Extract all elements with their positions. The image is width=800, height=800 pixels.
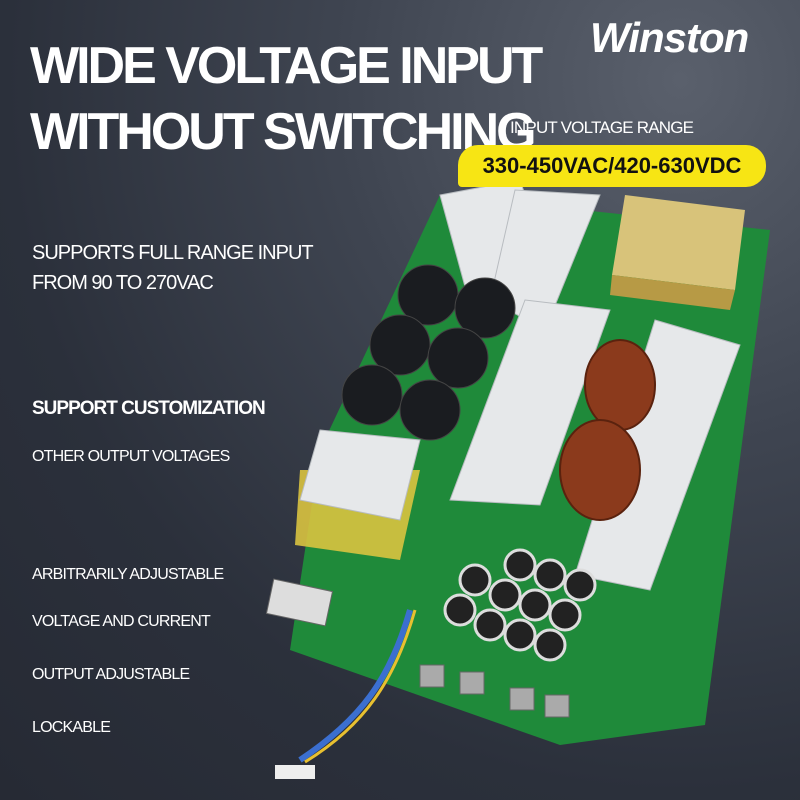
input-voltage-range-badge: 330-450VAC/420-630VDC	[458, 145, 766, 187]
input-voltage-range-label: INPUT VOLTAGE RANGE	[510, 118, 694, 137]
full-range-line2: FROM 90 TO 270VAC	[32, 272, 214, 294]
input-voltage-range-value: 330-450VAC/420-630VDC	[482, 153, 742, 178]
adjust-line2: VOLTAGE AND CURRENT	[32, 613, 211, 630]
inductors	[559, 339, 656, 521]
customization-detail: OTHER OUTPUT VOLTAGES	[32, 448, 230, 465]
terminals	[265, 578, 570, 718]
headline-line2: WITHOUT SWITCHING	[30, 103, 537, 161]
transformer	[612, 195, 745, 290]
full-range-line1: SUPPORTS FULL RANGE INPUT	[32, 242, 314, 264]
bulk-capacitors	[341, 264, 516, 441]
headline-line1: WIDE VOLTAGE INPUT	[30, 37, 543, 95]
heatsinks	[299, 179, 741, 591]
adjust-line4: LOCKABLE	[32, 719, 111, 736]
wire-harness	[298, 609, 413, 763]
winston-logo: Winston	[590, 14, 749, 61]
adjust-line3: OUTPUT ADJUSTABLE	[32, 666, 190, 683]
output-capacitors	[443, 548, 597, 662]
adjust-line1: ARBITRARILY ADJUSTABLE	[32, 566, 224, 583]
customization-heading: SUPPORT CUSTOMIZATION	[32, 398, 266, 419]
